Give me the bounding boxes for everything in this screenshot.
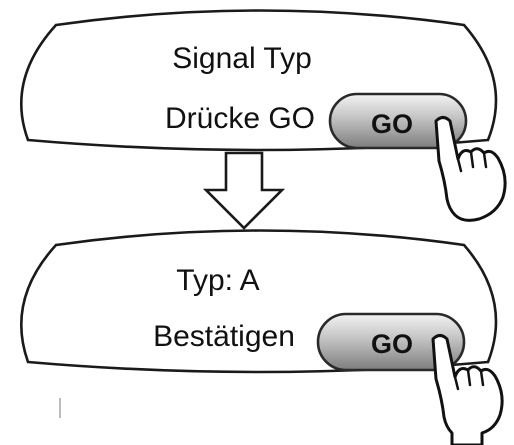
screen-1-instruction: Drücke GO (165, 102, 315, 135)
go-button-1[interactable]: GO (328, 92, 468, 150)
screen-2-title: Typ: A (176, 264, 259, 297)
down-arrow-icon (202, 151, 286, 230)
pointing-hand-icon (434, 116, 507, 222)
display-screen-2: Typ: A Bestätigen GO (20, 229, 504, 445)
screen-2-instruction: Bestätigen (153, 320, 295, 353)
go-button-2-label[interactable]: GO (371, 329, 413, 359)
go-button-1-label[interactable]: GO (371, 109, 413, 139)
pointing-hand-icon (431, 334, 504, 445)
go-button-2[interactable]: GO (316, 312, 466, 372)
go-button-2-body[interactable] (316, 312, 466, 372)
go-button-1-body[interactable] (328, 92, 468, 150)
display-screen-1: Signal Typ Drücke GO GO (20, 9, 507, 222)
screen-1-title: Signal Typ (172, 42, 312, 75)
